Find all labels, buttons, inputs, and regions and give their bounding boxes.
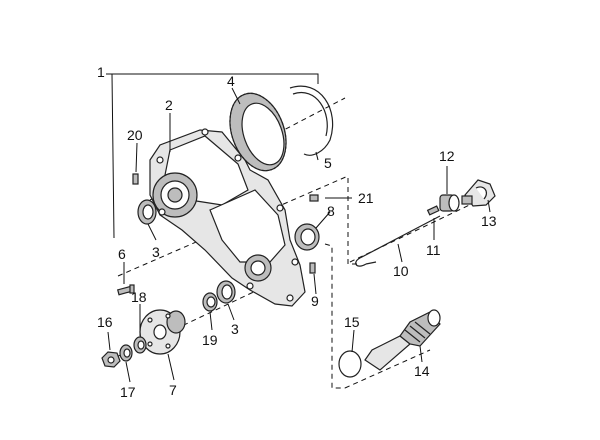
callout-3-upper: 3	[152, 244, 160, 260]
callout-16: 16	[97, 314, 113, 330]
callout-9: 9	[311, 293, 319, 309]
callout-12: 12	[439, 148, 455, 164]
transfer-case-housing	[149, 128, 306, 307]
callout-3-lower: 3	[231, 321, 239, 337]
washer-18	[133, 336, 147, 354]
collar-12	[439, 194, 460, 212]
callout-11: 11	[426, 242, 441, 258]
callout-18: 18	[131, 289, 147, 305]
callout-10: 10	[393, 263, 409, 279]
callout-20: 20	[127, 127, 143, 143]
callout-labels: 1 2 3 3 4 5 6 7 8 9 10 11 12 13 14 15 16…	[97, 64, 497, 400]
callout-21: 21	[358, 190, 374, 206]
callout-17: 17	[120, 384, 136, 400]
callout-15: 15	[344, 314, 360, 330]
oil-seal-lower	[216, 280, 236, 304]
dowel-pin-9	[309, 262, 316, 274]
callout-14: 14	[414, 363, 430, 379]
input-shaft	[364, 309, 441, 371]
pin-11	[426, 205, 440, 216]
shift-fork	[461, 179, 496, 207]
callout-2: 2	[165, 97, 173, 113]
snap-ring-15	[338, 350, 362, 378]
callout-6: 6	[118, 246, 126, 262]
callout-8: 8	[327, 203, 335, 219]
leader-lines	[107, 87, 491, 383]
oil-seal-8	[294, 223, 320, 251]
companion-flange	[139, 309, 186, 355]
shift-rod	[355, 215, 441, 267]
callout-5: 5	[324, 155, 332, 171]
oil-seal-upper	[137, 199, 157, 225]
snap-ring-large	[289, 85, 334, 156]
flange-nut-16	[101, 351, 121, 368]
bearing-19	[202, 292, 218, 312]
callout-4: 4	[227, 73, 235, 89]
ring-gear	[229, 92, 287, 172]
callout-1: 1	[97, 64, 105, 80]
callout-7: 7	[169, 382, 177, 398]
plug-21	[309, 194, 319, 202]
dowel-pin-20	[132, 173, 139, 185]
seal-17	[119, 344, 133, 362]
assembly-bracket-1	[106, 73, 319, 239]
callout-13: 13	[481, 213, 497, 229]
bolt-6	[116, 284, 135, 296]
callout-19: 19	[202, 332, 218, 348]
